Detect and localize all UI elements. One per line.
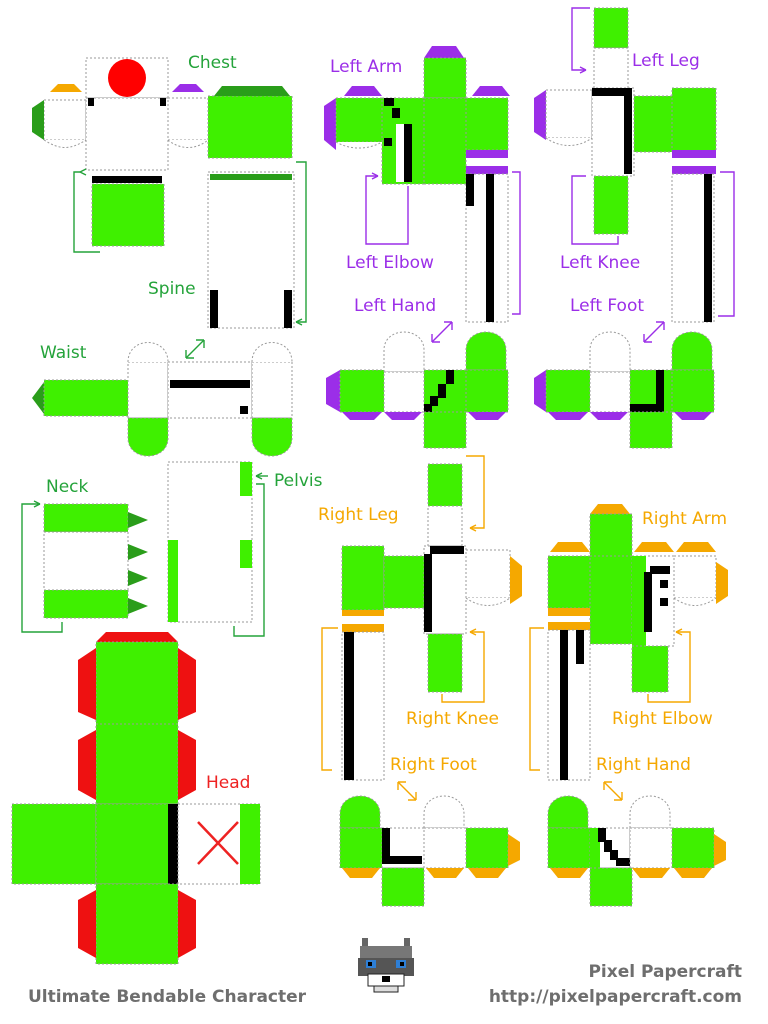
neck-piece [21, 500, 148, 633]
right-arm-label: Right Arm [642, 509, 727, 529]
spine-label: Spine [148, 279, 196, 299]
red-dot-icon [108, 59, 146, 97]
right-hand-label: Right Hand [596, 755, 691, 775]
right-foot-label: Right Foot [390, 755, 477, 775]
right-leg-piece [321, 455, 522, 781]
chest-label: Chest [188, 53, 237, 73]
left-hand-piece [326, 321, 509, 449]
double-arrow-icon [185, 339, 205, 359]
red-x-mark-icon [197, 821, 239, 865]
waist-label: Waist [40, 343, 87, 363]
left-leg-piece [534, 7, 735, 323]
right-knee-label: Right Knee [406, 709, 499, 729]
chest-piece [32, 57, 293, 253]
neck-label: Neck [46, 477, 89, 497]
footer-brand: Pixel Papercraft [588, 962, 742, 982]
waist-piece [32, 339, 293, 457]
pelvis-piece [167, 461, 268, 637]
left-hand-label: Left Hand [354, 296, 436, 316]
footer-title: Ultimate Bendable Character [28, 987, 307, 1007]
pixel-wolf-logo-icon [358, 938, 414, 993]
left-knee-label: Left Knee [560, 253, 640, 273]
spine-piece [207, 161, 307, 329]
footer-url[interactable]: http://pixelpapercraft.com [489, 987, 742, 1007]
left-leg-label: Left Leg [632, 51, 700, 71]
right-elbow-label: Right Elbow [612, 709, 713, 729]
right-leg-label: Right Leg [318, 505, 399, 525]
head-label: Head [206, 773, 250, 793]
left-foot-label: Left Foot [570, 296, 644, 316]
head-piece [11, 632, 261, 965]
left-foot-piece [534, 321, 715, 449]
right-foot-piece [339, 781, 520, 907]
right-hand-piece [547, 781, 726, 907]
pelvis-label: Pelvis [274, 471, 323, 491]
left-arm-piece [324, 46, 521, 323]
right-arm-piece [529, 504, 728, 781]
left-arm-label: Left Arm [330, 57, 402, 77]
left-elbow-label: Left Elbow [346, 253, 434, 273]
